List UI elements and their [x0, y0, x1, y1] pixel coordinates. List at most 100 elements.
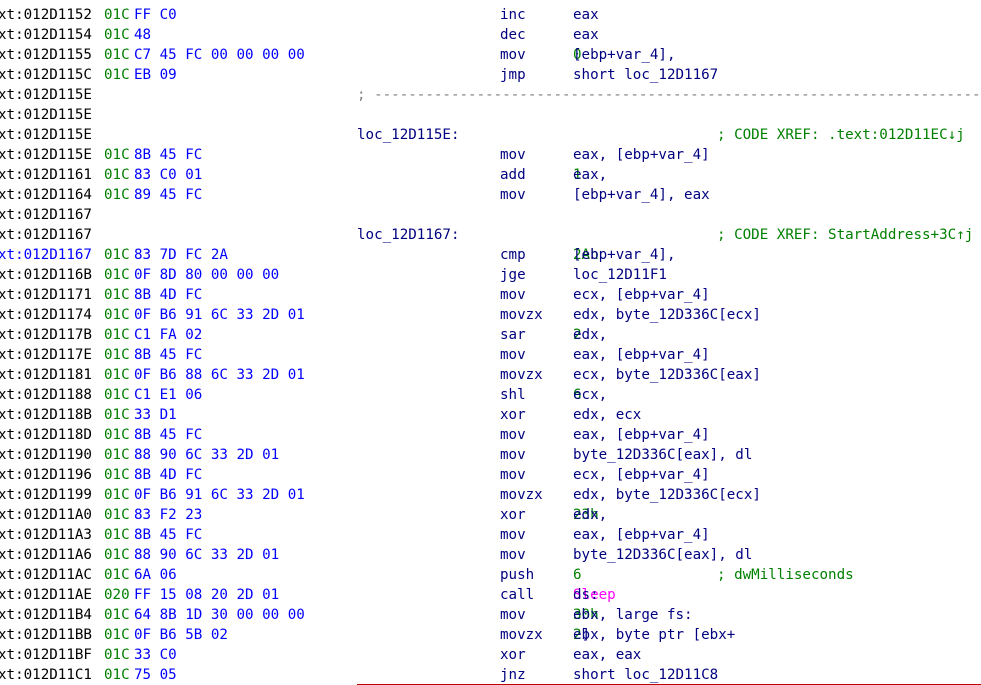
instruction-operands[interactable]: ecx, 6 [573, 385, 607, 405]
instruction-mnemonic[interactable]: mov [500, 607, 526, 623]
instruction-mnemonic[interactable]: mov [500, 347, 526, 363]
instruction-mnemonic[interactable]: movzx [500, 307, 543, 323]
instruction-mnemonic[interactable]: jge [500, 267, 526, 283]
instruction-mnemonic[interactable]: mov [500, 287, 526, 303]
line-address[interactable]: xt:012D1188 [0, 387, 92, 403]
instruction-mnemonic[interactable]: mov [500, 47, 526, 63]
line-address[interactable]: xt:012D117B [0, 327, 92, 343]
line-address[interactable]: xt:012D1152 [0, 7, 92, 23]
instruction-operands[interactable]: ebx, large fs:30h [573, 605, 693, 625]
listing-line[interactable]: xt:012D115E loc_12D115E: ; CODE XREF: .tex… [0, 125, 981, 145]
instruction-mnemonic[interactable]: movzx [500, 487, 543, 503]
instruction-mnemonic[interactable]: shl [500, 387, 526, 403]
line-address[interactable]: xt:012D1171 [0, 287, 92, 303]
instruction-mnemonic[interactable]: mov [500, 467, 526, 483]
instruction-mnemonic[interactable]: jmp [500, 67, 526, 83]
instruction-operands[interactable]: edx, 23h [573, 505, 607, 525]
line-address[interactable]: xt:012D115E [0, 147, 92, 163]
line-address[interactable]: xt:012D116B [0, 267, 92, 283]
line-address[interactable]: xt:012D1199 [0, 487, 92, 503]
instruction-mnemonic[interactable]: movzx [500, 367, 543, 383]
instruction-mnemonic[interactable]: mov [500, 427, 526, 443]
instruction-operands[interactable]: ds:Sleep [573, 585, 616, 605]
instruction-mnemonic[interactable]: xor [500, 507, 526, 523]
line-address[interactable]: xt:012D1164 [0, 187, 92, 203]
instruction-mnemonic[interactable]: call [500, 587, 535, 603]
instruction-operands[interactable]: [ebp+var_4], 2Ah [573, 245, 676, 265]
xref-comment[interactable]: ; CODE XREF: StartAddress+3C↑j [717, 227, 974, 243]
instruction-mnemonic[interactable]: cmp [500, 247, 526, 263]
code-label[interactable]: loc_12D115E: [357, 127, 460, 143]
line-address[interactable]: xt:012D115E [0, 107, 92, 123]
listing-line[interactable]: xt:012D115E; ---------------------------… [0, 85, 981, 105]
line-address[interactable]: xt:012D11AE [0, 587, 92, 603]
line-address[interactable]: xt:012D1161 [0, 167, 92, 183]
line-address[interactable]: xt:012D11A0 [0, 507, 92, 523]
instruction-mnemonic[interactable]: mov [500, 187, 526, 203]
line-address[interactable]: xt:012D1174 [0, 307, 92, 323]
line-address[interactable]: xt:012D11AC [0, 567, 92, 583]
instruction-mnemonic[interactable]: jnz [500, 667, 526, 683]
listing-line[interactable]: xt:012D1167 [0, 205, 981, 225]
line-address[interactable]: xt:012D1167 [0, 227, 92, 243]
instruction-mnemonic[interactable]: push [500, 567, 535, 583]
xref-comment[interactable]: ; dwMilliseconds [717, 567, 854, 583]
line-address[interactable]: xt:012D11B4 [0, 607, 92, 623]
line-address[interactable]: xt:012D1155 [0, 47, 92, 63]
line-address[interactable]: xt:012D1190 [0, 447, 92, 463]
instruction-mnemonic[interactable]: xor [500, 407, 526, 423]
line-address[interactable]: xt:012D115C [0, 67, 92, 83]
line-address[interactable]: xt:012D1196 [0, 467, 92, 483]
instruction-mnemonic[interactable]: mov [500, 527, 526, 543]
line-address[interactable]: xt:012D1167 [0, 247, 92, 263]
xref-comment[interactable]: ; CODE XREF: .text:012D11EC↓j [717, 127, 965, 143]
line-address[interactable]: xt:012D1181 [0, 367, 92, 383]
line-address[interactable]: xt:012D1167 [0, 207, 92, 223]
instruction-mnemonic[interactable]: movzx [500, 627, 543, 643]
line-address[interactable]: xt:012D11A3 [0, 527, 92, 543]
line-address[interactable]: xt:012D118D [0, 427, 92, 443]
instruction-mnemonic[interactable]: mov [500, 547, 526, 563]
code-label[interactable]: loc_12D1167: [357, 227, 460, 243]
listing-line[interactable]: xt:012D1167 loc_12D1167: ; CODE XREF: Star… [0, 225, 981, 245]
instruction-operands[interactable]: eax, 1 [573, 165, 607, 185]
line-address[interactable]: xt:012D115E [0, 127, 92, 143]
instruction-mnemonic[interactable]: dec [500, 27, 526, 43]
listing-line[interactable]: xt:012D115E [0, 105, 981, 125]
instruction-mnemonic[interactable]: sar [500, 327, 526, 343]
line-address[interactable]: xt:012D118B [0, 407, 92, 423]
instruction-operands[interactable]: 6 [573, 565, 582, 585]
instruction-mnemonic[interactable]: add [500, 167, 526, 183]
imported-function-name[interactable]: Sleep [573, 587, 616, 603]
instruction-mnemonic[interactable]: inc [500, 7, 526, 23]
line-address[interactable]: xt:012D115E [0, 87, 92, 103]
instruction-operands[interactable]: ebx, byte ptr [ebx+2] [573, 625, 735, 645]
